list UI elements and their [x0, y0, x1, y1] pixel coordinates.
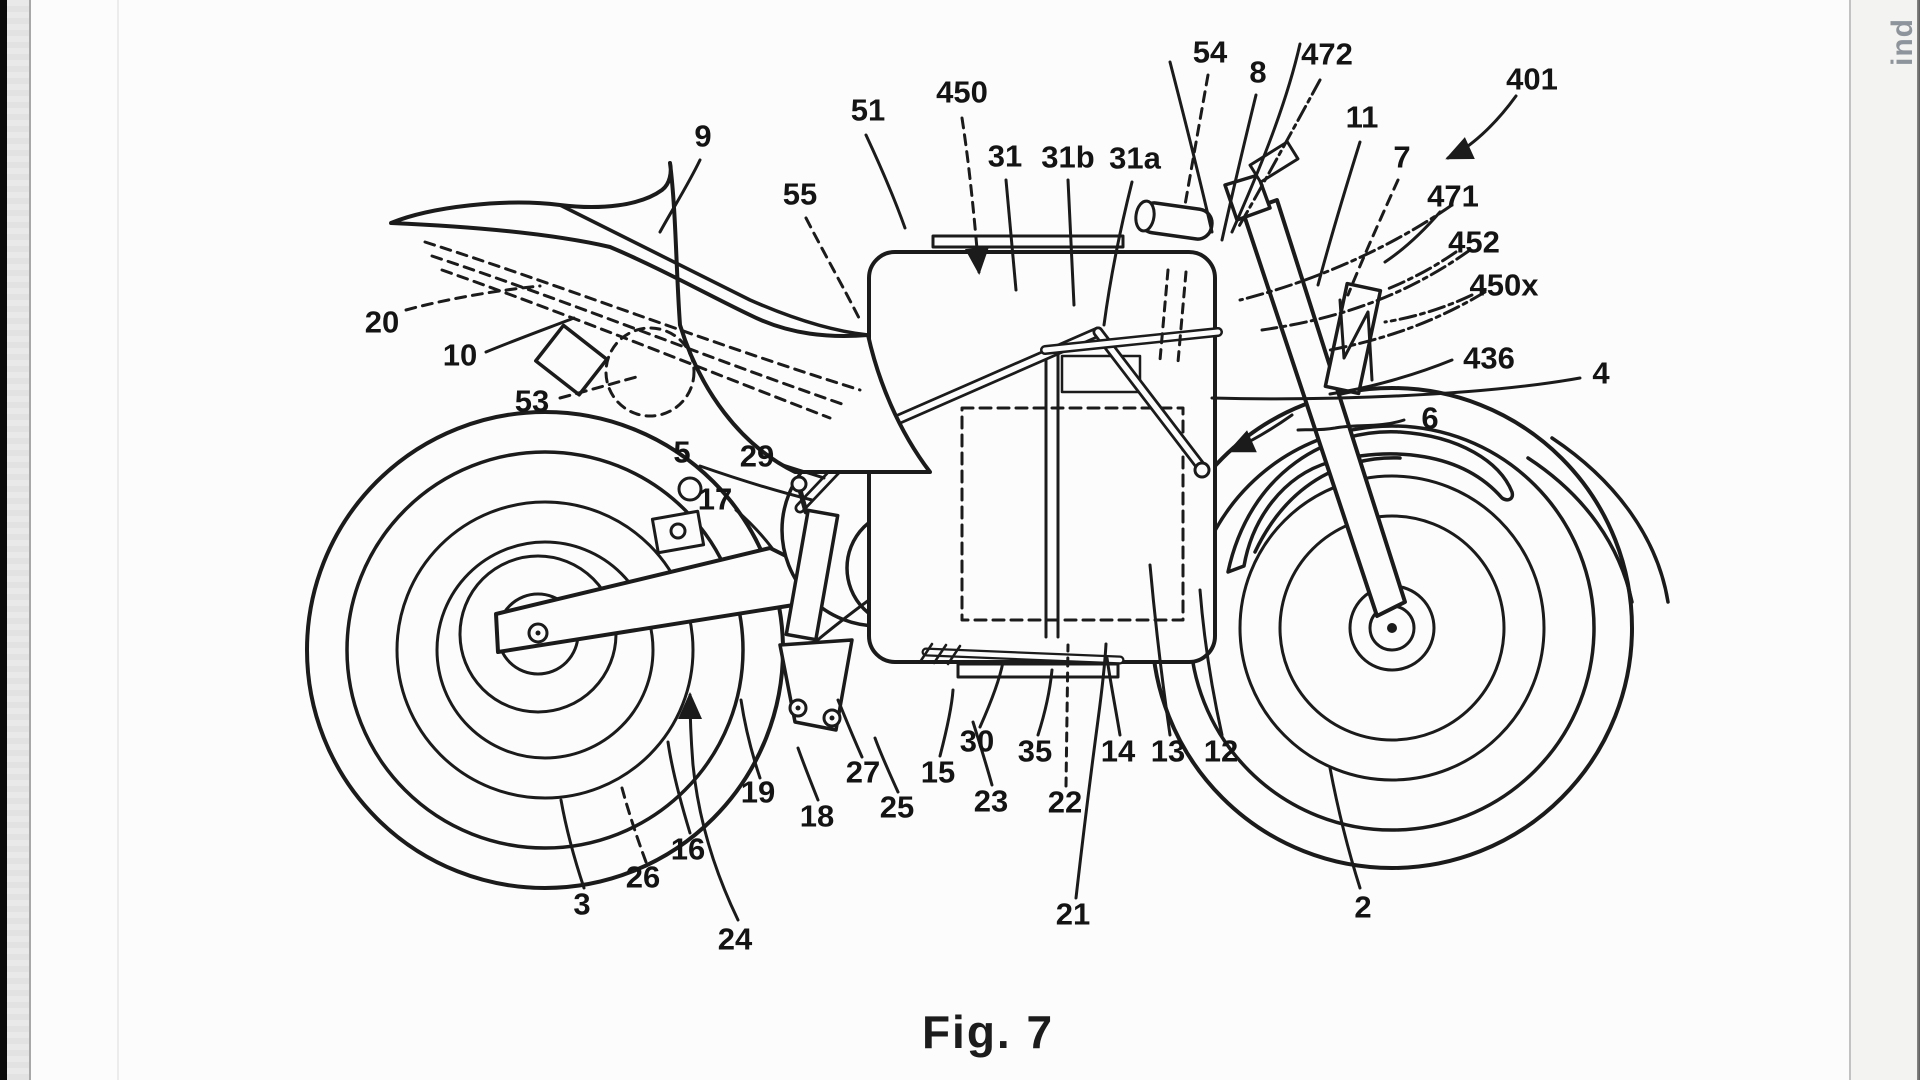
ref-label-19: 19: [741, 775, 775, 810]
ref-label-12: 12: [1204, 734, 1238, 769]
ref-label-16: 16: [671, 832, 705, 867]
ref-label-25: 25: [880, 790, 914, 825]
ref-label-22: 22: [1048, 785, 1082, 820]
ref-label-11: 11: [1346, 100, 1379, 135]
rear-suspension: [650, 475, 854, 732]
page-fold-line: [117, 0, 119, 1080]
ref-label-450: 450: [936, 75, 988, 110]
ref-label-53: 53: [515, 384, 549, 419]
ref-label-27: 27: [846, 755, 880, 790]
ref-label-55: 55: [783, 177, 817, 212]
ref-label-54: 54: [1193, 35, 1228, 70]
ref-label-2: 2: [1354, 890, 1371, 925]
ref-label-401: 401: [1506, 62, 1558, 97]
ref-label-31: 31: [988, 139, 1022, 174]
right-panel[interactable]: [1849, 0, 1920, 1080]
ref-label-23: 23: [974, 784, 1008, 819]
ref-label-21: 21: [1056, 897, 1090, 932]
ref-label-5: 5: [673, 435, 690, 470]
battery-box: [867, 234, 1217, 664]
ref-label-35: 35: [1018, 734, 1052, 769]
ref-label-450x: 450x: [1470, 268, 1540, 303]
ref-label-6: 6: [1421, 401, 1438, 436]
ref-label-31b: 31b: [1041, 140, 1094, 175]
ref-label-3: 3: [573, 887, 590, 922]
ref-label-20: 20: [365, 305, 399, 340]
ref-label-8: 8: [1249, 55, 1266, 90]
left-scroll-gutter[interactable]: [7, 0, 31, 1080]
ref-label-10: 10: [443, 338, 477, 373]
leader-lines: [404, 73, 1582, 922]
ref-label-9: 9: [694, 119, 711, 154]
ref-label-7: 7: [1393, 140, 1410, 175]
ref-label-472: 472: [1301, 37, 1353, 72]
left-edge-strip: [0, 0, 7, 1080]
ref-label-17: 17: [698, 482, 732, 517]
ref-label-26: 26: [626, 860, 660, 895]
right-edge-strip: [1917, 0, 1920, 1080]
ref-label-18: 18: [800, 799, 834, 834]
ref-label-15: 15: [921, 755, 955, 790]
ref-label-436: 436: [1463, 341, 1515, 376]
ref-label-30: 30: [960, 724, 994, 759]
ref-label-14: 14: [1101, 734, 1136, 769]
side-text-vertical: ind: [1886, 18, 1919, 66]
ref-label-51: 51: [851, 93, 885, 128]
frame-tubes: [783, 326, 1223, 679]
ref-label-4: 4: [1592, 356, 1610, 391]
ref-label-452: 452: [1448, 225, 1500, 260]
zigzag-element: [1323, 281, 1383, 396]
seat-tail: [389, 161, 932, 474]
ref-label-24: 24: [718, 922, 753, 957]
ref-label-29: 29: [740, 439, 774, 474]
cable-routes: [1168, 42, 1487, 453]
figure-caption: Fig. 7: [921, 1006, 1055, 1058]
ref-label-13: 13: [1151, 734, 1185, 769]
ref-label-471: 471: [1427, 179, 1479, 214]
ref-label-31a: 31a: [1109, 141, 1161, 176]
